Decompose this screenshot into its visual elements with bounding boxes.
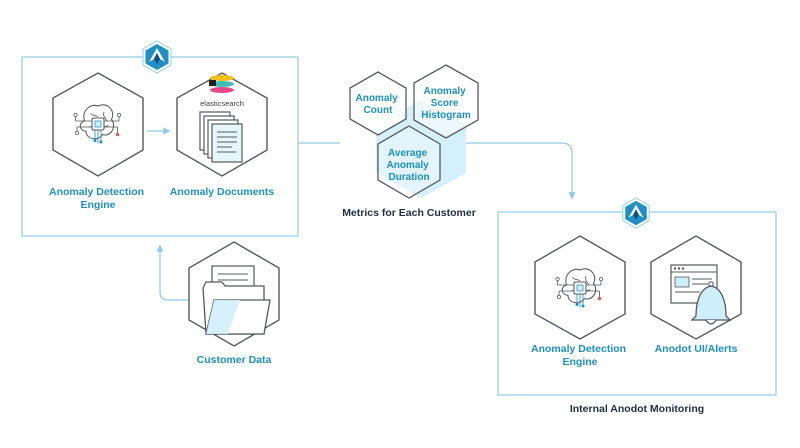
metrics-caption: Metrics for Each Customer (342, 207, 476, 219)
right-engine-node: Anomaly Detection Engine (531, 235, 629, 368)
metric-average-anomaly-duration: Average Anomaly Duration (377, 125, 441, 199)
anodot-logo-icon (622, 197, 650, 229)
left-engine-label: Anomaly Detection Engine (49, 186, 147, 211)
documents-label: Anomaly Documents (170, 186, 275, 198)
metrics-cluster: Anomaly Count Anomaly Score Histogram Av… (342, 64, 479, 219)
elasticsearch-logo-icon (209, 75, 234, 93)
documents-node: elasticsearch Anomaly Documents (170, 72, 275, 198)
svg-text:Anomaly Score: Anomaly Score Histogram (421, 86, 471, 121)
elasticsearch-text: elasticsearch (200, 99, 244, 108)
alerts-node: Anodot UI/Alerts (650, 235, 742, 355)
customer-data-arrow (156, 244, 196, 301)
metric-anomaly-score-histogram: Anomaly Score Histogram (413, 64, 479, 139)
svg-text:Average Anomaly: Average Anomaly Duration (386, 148, 431, 183)
metrics-to-monitoring-arrow (466, 142, 576, 200)
svg-text:Anomaly Count: Anomaly Count (355, 93, 400, 116)
left-engine-node: Anomaly Detection Engine (49, 72, 147, 211)
document-stack-icon (199, 111, 243, 163)
right-engine-label: Anomaly Detection Engine (531, 343, 629, 368)
alerts-label: Anodot UI/Alerts (655, 343, 738, 355)
anodot-logo-icon (142, 40, 172, 74)
customer-data-label: Customer Data (197, 354, 272, 366)
bell-icon (690, 281, 732, 325)
metric-anomaly-count: Anomaly Count (349, 71, 407, 136)
folder-icon (202, 265, 271, 335)
monitoring-caption: Internal Anodot Monitoring (570, 403, 704, 415)
customer-data-node: Customer Data (188, 241, 280, 366)
